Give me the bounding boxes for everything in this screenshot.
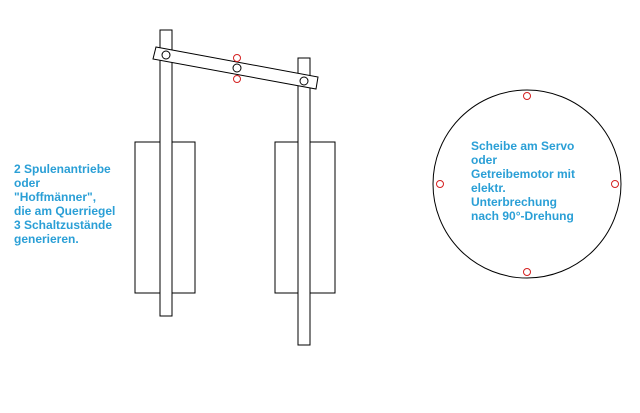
crossbar-switch-positions: [233, 54, 241, 83]
crossbar-pivot-left: [161, 50, 171, 60]
note-line: Unterbrechung: [471, 195, 558, 209]
note-line: 3 Schaltzustände: [14, 218, 113, 232]
disc-contact-bottom: [523, 268, 531, 276]
crossbar: [152, 46, 319, 90]
left-plunger-rod: [159, 29, 173, 317]
switch-position-bottom: [233, 75, 241, 83]
note-line: 2 Spulenantriebe: [14, 162, 111, 176]
note-line: oder: [471, 153, 498, 167]
note-line: "Hoffmänner",: [14, 190, 97, 204]
note-line: elektr.: [471, 181, 506, 195]
crossbar-pivot-right: [299, 76, 309, 86]
right-plunger-rod: [297, 57, 311, 346]
servo-disc: [432, 89, 622, 279]
note-line: generieren.: [14, 232, 79, 246]
note-line: die am Querriegel: [14, 204, 116, 218]
disc-contact-right: [611, 180, 619, 188]
note-line: Getreibemotor mit: [471, 167, 576, 181]
crossbar-pivot-center: [232, 63, 242, 73]
disc-contact-top: [523, 92, 531, 100]
left-coil-drive: [134, 29, 196, 317]
disc-contact-left: [436, 180, 444, 188]
note-line: nach 90°-Drehung: [471, 209, 574, 223]
right-coil-drive: [274, 57, 336, 346]
note-line: Scheibe am Servo: [471, 139, 575, 153]
servo-disc-outline: [432, 89, 622, 279]
switch-position-top: [233, 54, 241, 62]
coil-drive-note: 2 Spulenantriebe oder "Hoffmänner", die …: [14, 162, 115, 246]
note-line: oder: [14, 176, 41, 190]
servo-disc-note: Scheibe am Servo oder Getreibemotor mit …: [471, 139, 575, 223]
